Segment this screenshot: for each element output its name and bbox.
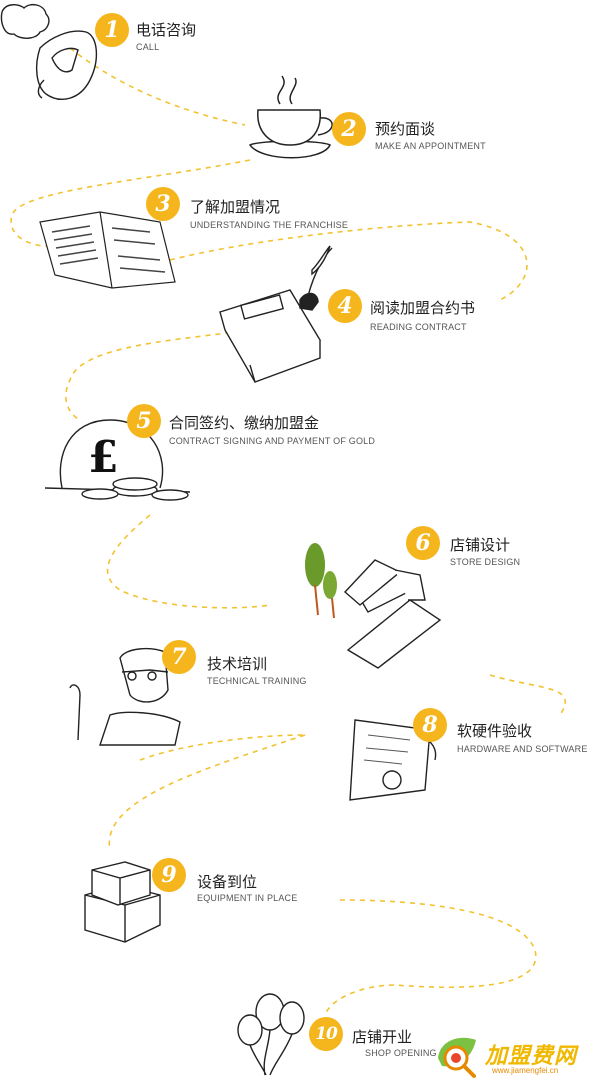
step-subtitle: SHOP OPENING — [365, 1048, 437, 1058]
newspaper-icon — [39, 211, 176, 289]
step-number-badge: 8 — [413, 708, 447, 742]
step-number-badge: 9 — [152, 858, 186, 892]
step-title: 技术培训 — [207, 655, 268, 673]
connector-path — [10, 47, 567, 1016]
step-subtitle: EQUIPMENT IN PLACE — [197, 893, 298, 903]
step-subtitle: CALL — [136, 42, 160, 52]
house-icon — [305, 543, 442, 669]
coffee-cup-icon — [248, 75, 333, 159]
step-title: 店铺开业 — [352, 1028, 413, 1046]
trainer-icon — [69, 647, 181, 746]
step-number-badge: 6 — [406, 526, 440, 560]
step-number-badge: 7 — [162, 640, 196, 674]
step-subtitle: UNDERSTANDING THE FRANCHISE — [190, 220, 349, 230]
watermark-logo: 加盟费网 www.jiamengfei.cn — [430, 1028, 600, 1088]
step-title: 设备到位 — [197, 873, 258, 891]
step-number-badge: 4 — [328, 289, 362, 323]
step-title: 阅读加盟合约书 — [370, 299, 476, 317]
step-subtitle: STORE DESIGN — [450, 557, 521, 567]
step-title: 软硬件验收 — [457, 722, 533, 740]
step-title: 预约面谈 — [375, 120, 436, 138]
step-subtitle: MAKE AN APPOINTMENT — [375, 141, 486, 151]
step-title: 合同签约、缴纳加盟金 — [169, 414, 320, 432]
step-subtitle: HARDWARE AND SOFTWARE — [457, 744, 588, 754]
phone-icon — [0, 3, 97, 100]
step-title: 电话咨询 — [136, 21, 197, 39]
certificate-icon — [349, 719, 437, 801]
book-quill-icon — [218, 245, 333, 383]
pound-coins-icon — [44, 419, 191, 501]
step-title: 店铺设计 — [450, 536, 511, 554]
watermark-url: www.jiamengfei.cn — [492, 1066, 559, 1075]
balloons-icon — [237, 993, 305, 1076]
step-subtitle: READING CONTRACT — [370, 322, 467, 332]
watermark-brand: 加盟费网 — [485, 1044, 578, 1069]
pound-symbol: £ — [88, 432, 119, 483]
step-number-badge: 5 — [127, 404, 161, 438]
step-number-badge: 2 — [332, 112, 366, 146]
step-subtitle: TECHNICAL TRAINING — [207, 676, 307, 686]
step-number-badge: 3 — [146, 187, 180, 221]
leaf-magnifier-icon — [438, 1037, 476, 1078]
boxes-icon — [84, 861, 161, 943]
step-number-badge: 10 — [309, 1017, 343, 1051]
step-subtitle: CONTRACT SIGNING AND PAYMENT OF GOLD — [169, 436, 376, 446]
step-number-badge: 1 — [95, 13, 129, 47]
step-title: 了解加盟情况 — [190, 198, 281, 216]
